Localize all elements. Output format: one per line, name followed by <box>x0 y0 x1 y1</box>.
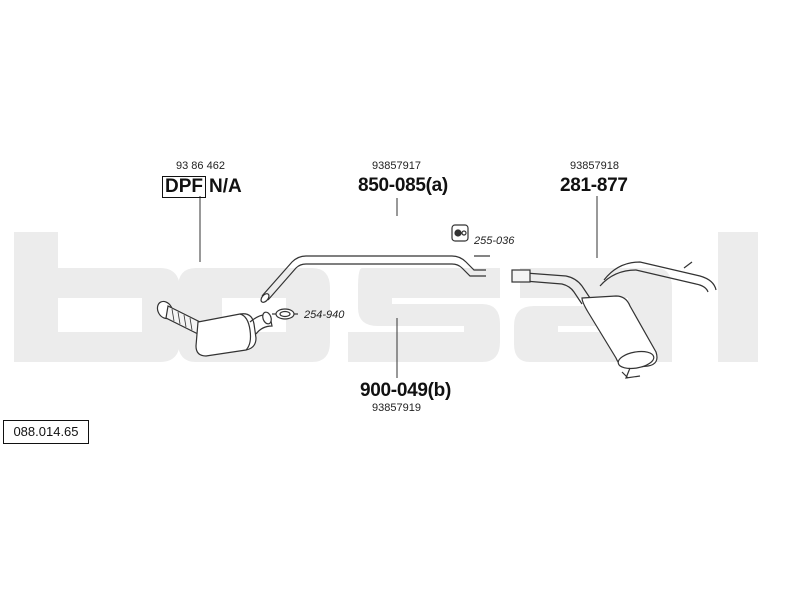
middle-pipe <box>260 255 490 303</box>
middle-lower-part-number: 900-049(b) <box>360 380 451 401</box>
middle-upper-part-number: 850-085(a) <box>358 175 448 196</box>
front-part-number: N/A <box>209 176 242 197</box>
kit-number-box: 088.014.65 <box>3 420 89 444</box>
clamp-front-icon <box>272 308 298 320</box>
middle-upper-oe-number: 93857917 <box>372 160 421 172</box>
rear-oe-number: 93857918 <box>570 160 619 172</box>
hanger-rubber-icon <box>451 224 469 242</box>
rear-inlet-pipe <box>511 271 591 299</box>
dpf-body <box>195 313 257 357</box>
rear-muffler <box>581 295 658 369</box>
rear-muffler-assembly <box>511 261 717 379</box>
clamp-front-number: 254-940 <box>304 309 345 321</box>
front-part-label: DPF N/A <box>162 176 242 198</box>
rear-tailpipe <box>603 261 717 291</box>
middle-lower-oe-number: 93857919 <box>372 402 421 414</box>
dpf-label: DPF <box>162 176 206 198</box>
leader-lines <box>199 196 598 378</box>
rear-part-number: 281-877 <box>560 175 628 196</box>
hanger-rubber-number: 255-036 <box>474 235 515 247</box>
front-dpf-assembly <box>156 300 273 357</box>
front-oe-number: 93 86 462 <box>176 160 225 172</box>
